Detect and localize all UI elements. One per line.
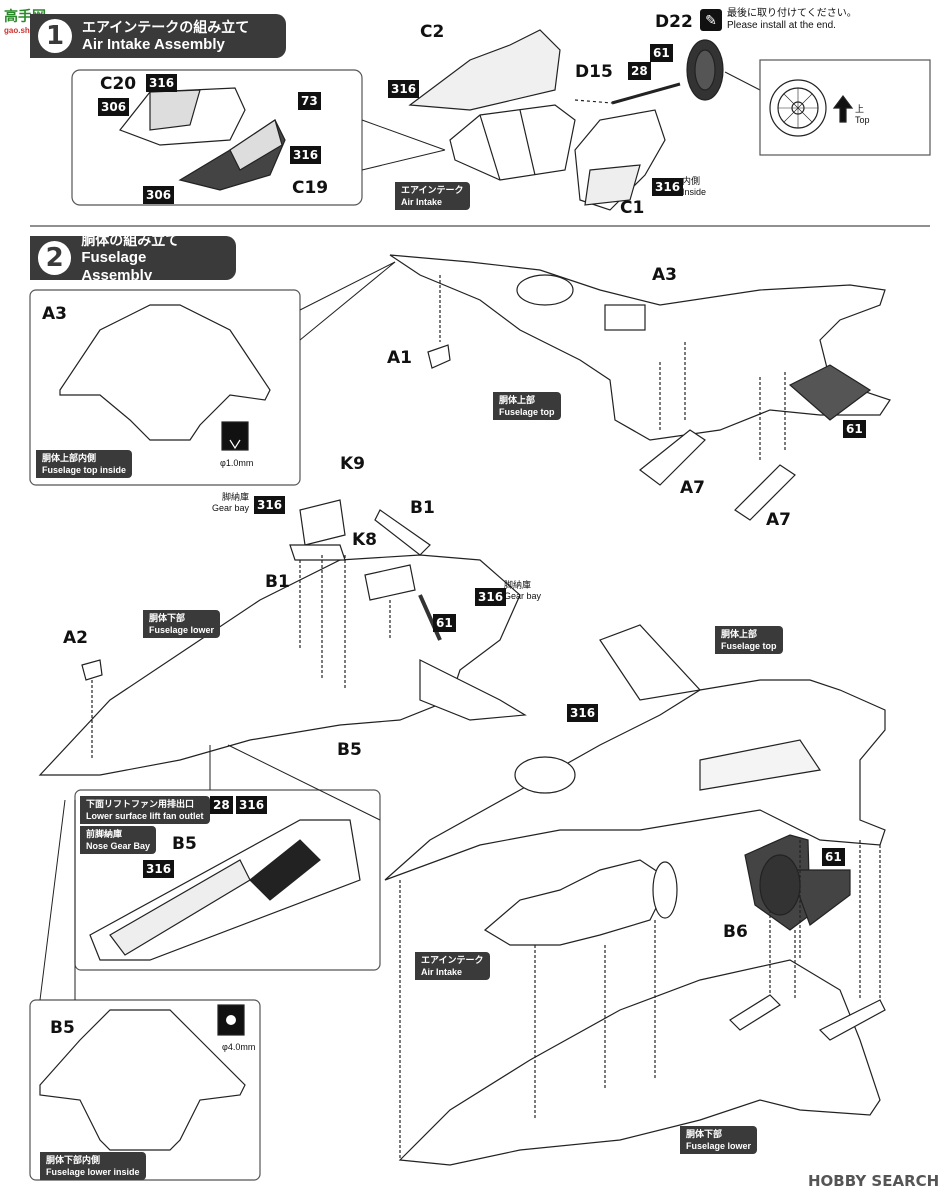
part-d22: D22: [655, 12, 693, 32]
part-b6: B6: [723, 922, 748, 942]
part-d15: D15: [575, 62, 613, 82]
color-316: 316: [475, 588, 507, 606]
step2-title-jp: 胴体の組み立て: [81, 232, 180, 248]
lift-fan-tag: 下面リフトファン用排出口 Lower surface lift fan outl…: [80, 796, 210, 824]
color-61: 61: [433, 614, 456, 632]
color-316: 316: [236, 796, 268, 814]
fuselage-top-en-2: Fuselage top: [721, 641, 777, 651]
nose-gear-jp: 前脚納庫: [86, 829, 123, 839]
color-316: 316: [254, 496, 286, 514]
part-a2: A2: [63, 628, 88, 648]
gear-bay-label-1: 脚納庫 Gear bay: [212, 492, 249, 514]
note-jp: 最後に取り付けてください。: [727, 8, 857, 19]
pencil-icon: ✎: [700, 9, 722, 31]
air-intake-tag: エアインテーク Air Intake: [395, 182, 470, 210]
part-c20: C20: [100, 74, 137, 94]
air-intake-en: Air Intake: [401, 197, 443, 207]
color-61: 61: [650, 44, 673, 62]
part-b1-left: B1: [265, 572, 290, 592]
top-label: 上 Top: [855, 104, 870, 126]
step2-title-en: Fuselage Assembly: [81, 249, 153, 284]
gear-bay-jp-2: 脚納庫: [504, 580, 532, 590]
hobby-search-watermark: HOBBY SEARCH: [808, 1172, 940, 1190]
step1-header: 1 エアインテークの組み立て Air Intake Assembly: [30, 14, 286, 58]
fuselage-top-tag-2: 胴体上部 Fuselage top: [715, 626, 783, 654]
color-316: 316: [652, 178, 684, 196]
color-316: 316: [146, 74, 178, 92]
part-a7-right: A7: [766, 510, 791, 530]
top-jp: 上: [855, 104, 865, 114]
color-28: 28: [628, 62, 651, 80]
top-en: Top: [855, 115, 870, 125]
fuselage-top-en: Fuselage top: [499, 407, 555, 417]
inside-label: 内側 Inside: [682, 176, 706, 198]
color-316: 316: [143, 860, 175, 878]
color-61: 61: [843, 420, 866, 438]
fuselage-lower-tag: 胴体下部 Fuselage lower: [143, 610, 221, 638]
fuselage-top-inside-en: Fuselage top inside: [42, 465, 127, 475]
fuselage-lower-tag-2: 胴体下部 Fuselage lower: [680, 1126, 758, 1154]
fuselage-lower-jp-2: 胴体下部: [686, 1129, 723, 1139]
step2-number: 2: [38, 241, 72, 275]
part-a3: A3: [652, 265, 677, 285]
air-intake-en-2: Air Intake: [421, 967, 463, 977]
part-a3-inset: A3: [42, 304, 67, 324]
part-a7-left: A7: [680, 478, 705, 498]
install-end-note: ✎ 最後に取り付けてください。 Please install at the en…: [700, 8, 857, 32]
gear-bay-label-2: 脚納庫 Gear bay: [504, 580, 541, 602]
part-a1: A1: [387, 348, 412, 368]
fuselage-top-jp-2: 胴体上部: [721, 629, 758, 639]
fuselage-lower-en: Fuselage lower: [149, 625, 215, 635]
step1-title-en: Air Intake Assembly: [82, 36, 225, 53]
air-intake-jp: エアインテーク: [401, 185, 464, 195]
fuselage-lower-inside-en: Fuselage lower inside: [46, 1167, 140, 1177]
part-b5-inset: B5: [172, 834, 197, 854]
color-316: 316: [290, 146, 322, 164]
lift-fan-jp: 下面リフトファン用排出口: [86, 799, 195, 809]
part-k8: K8: [352, 530, 378, 550]
part-c19: C19: [292, 178, 329, 198]
air-intake-jp-2: エアインテーク: [421, 955, 484, 965]
color-316: 316: [567, 704, 599, 722]
color-61: 61: [822, 848, 845, 866]
inside-jp: 内側: [682, 176, 701, 186]
inside-en: Inside: [682, 187, 707, 197]
color-28: 28: [210, 796, 233, 814]
part-c2: C2: [420, 22, 445, 42]
color-306: 306: [98, 98, 130, 116]
part-b1-top: B1: [410, 498, 435, 518]
gear-bay-en: Gear bay: [212, 503, 250, 513]
color-316: 316: [388, 80, 420, 98]
lift-fan-en: Lower surface lift fan outlet: [86, 811, 204, 821]
fuselage-lower-jp: 胴体下部: [149, 613, 186, 623]
step2-header: 2 胴体の組み立て Fuselage Assembly: [30, 232, 236, 284]
air-intake-tag-2: エアインテーク Air Intake: [415, 952, 490, 980]
note-en: Please install at the end.: [727, 20, 836, 31]
step1-number: 1: [38, 19, 72, 53]
drill-1mm: φ1.0mm: [220, 458, 254, 468]
gear-bay-jp: 脚納庫: [222, 492, 250, 502]
drill-4mm: φ4.0mm: [222, 1042, 256, 1052]
fuselage-top-jp: 胴体上部: [499, 395, 536, 405]
color-306: 306: [143, 186, 175, 204]
fuselage-top-inside-tag: 胴体上部内側 Fuselage top inside: [36, 450, 133, 478]
fuselage-top-inside-jp: 胴体上部内側: [42, 453, 97, 463]
fuselage-lower-inside-tag: 胴体下部内側 Fuselage lower inside: [40, 1152, 146, 1180]
part-b5-inside: B5: [50, 1018, 75, 1038]
gear-bay-en-2: Gear bay: [504, 591, 542, 601]
color-73: 73: [298, 92, 321, 110]
part-k9: K9: [340, 454, 366, 474]
fuselage-lower-en-2: Fuselage lower: [686, 1141, 752, 1151]
nose-gear-tag: 前脚納庫 Nose Gear Bay: [80, 826, 157, 854]
nose-gear-en: Nose Gear Bay: [86, 841, 151, 851]
fuselage-top-tag: 胴体上部 Fuselage top: [493, 392, 561, 420]
part-b5: B5: [337, 740, 362, 760]
part-c1: C1: [620, 198, 645, 218]
fuselage-lower-inside-jp: 胴体下部内側: [46, 1155, 101, 1165]
step1-title-jp: エアインテークの組み立て: [82, 19, 250, 35]
